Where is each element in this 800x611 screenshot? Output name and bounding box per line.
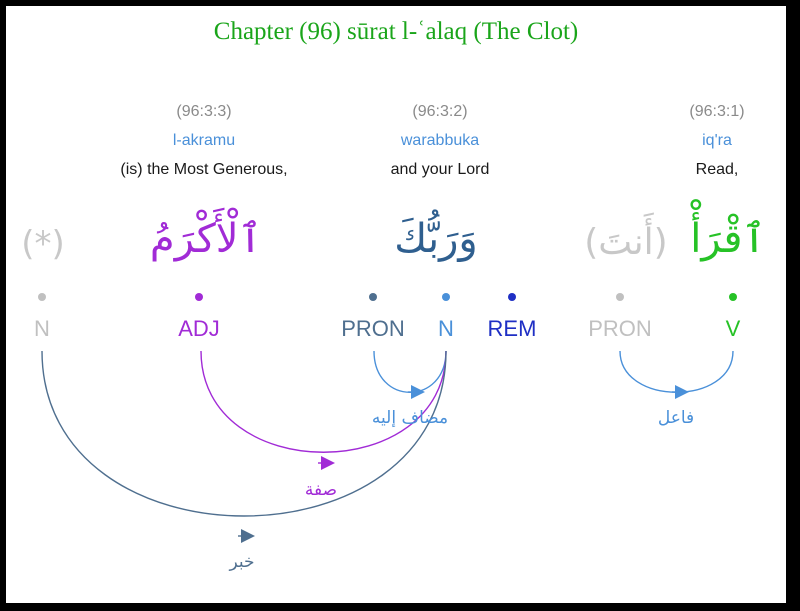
arc-fail <box>619 350 734 393</box>
pos-tag: ADJ <box>178 316 220 341</box>
word-transliteration: warabbuka <box>400 132 480 149</box>
word-transliteration: iq'ra <box>702 132 732 149</box>
pos-tag: V <box>725 316 741 341</box>
node-dot <box>38 293 46 301</box>
pos-tag: N <box>438 316 454 341</box>
node-dot <box>729 293 737 301</box>
chapter-title: Chapter (96) sūrat l-ʿalaq (The Clot) <box>213 18 579 45</box>
hidden-subject-placeholder: (*) <box>21 224 65 264</box>
word-transliteration: l-akramu <box>172 132 236 149</box>
node-dot <box>442 293 450 301</box>
pos-tag: REM <box>487 316 537 341</box>
arc-mudaf-ilayh <box>373 350 447 393</box>
word-location: (96:3:2) <box>412 103 468 120</box>
pos-tag: N <box>34 316 50 341</box>
node-dot <box>369 293 377 301</box>
arabic-word-akramu: ٱلْأَكْرَمُ <box>149 216 263 262</box>
word-location: (96:3:1) <box>689 103 745 120</box>
arc-label-khabar: خبر <box>228 552 254 572</box>
pos-tag: PRON <box>341 316 405 341</box>
word-translation: (is) the Most Generous, <box>120 161 288 178</box>
word-translation: and your Lord <box>390 161 490 178</box>
arc-sifa <box>200 350 447 453</box>
canvas: Chapter (96) sūrat l-ʿalaq (The Clot) (9… <box>6 6 786 603</box>
node-dot <box>508 293 516 301</box>
arc-khabar <box>41 350 447 517</box>
node-dot <box>616 293 624 301</box>
arabic-word-warabbuka: وَرَبُّكَ <box>394 216 478 262</box>
node-dot <box>195 293 203 301</box>
arc-label-sifa: صفة <box>305 480 337 500</box>
pos-tag: PRON <box>588 316 652 341</box>
arabic-word-iqra: ٱقْرَأْ <box>690 216 766 262</box>
word-location: (96:3:3) <box>176 103 232 120</box>
arc-label-mudaf-ilayh: مضاف إليه <box>372 408 448 428</box>
word-translation: Read, <box>695 161 739 178</box>
arc-label-fail: فاعل <box>658 408 694 428</box>
dependency-graph: مضاف إليه فاعل صفة خبر <box>38 293 737 572</box>
hidden-pronoun-anta: (أَنتَ) <box>584 222 668 263</box>
